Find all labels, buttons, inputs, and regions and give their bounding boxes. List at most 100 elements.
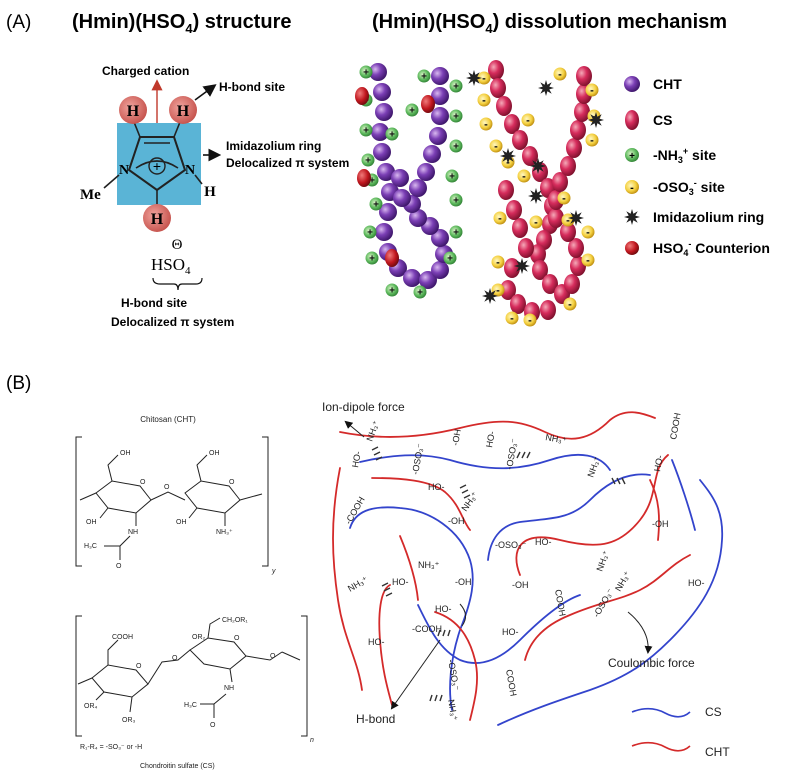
nh3-plus-glyph: +: [389, 286, 395, 297]
nh3-site-dot: [385, 127, 399, 141]
oso3-site-dot: [521, 113, 535, 127]
oso3-site-dot: [477, 93, 491, 107]
svg-text:HO-: HO-: [502, 627, 519, 637]
legend-nh3: -NH3+ site: [653, 146, 716, 165]
nh3-plus-glyph: +: [363, 126, 369, 137]
imidazolium-ring: [127, 136, 187, 192]
label-charged-cation: Charged cation: [102, 64, 189, 78]
imidazolium-structure: Charged cation + N N H H H H Me H-bond s…: [80, 64, 349, 329]
oso3-site-dot: [493, 211, 507, 225]
svg-text:-OSO₃⁻: -OSO₃⁻: [495, 540, 527, 550]
cht-strand: [339, 411, 656, 440]
svg-text:O: O: [229, 479, 235, 486]
oso3-minus-glyph: -: [494, 141, 498, 153]
cs-bead: [512, 130, 528, 150]
label-anion-delocalized: Delocalized π system: [111, 315, 234, 329]
label-ion-dipole: Ion-dipole force: [322, 400, 405, 414]
interaction-network: [332, 411, 724, 726]
oso3-site-dot: [529, 215, 543, 229]
group-labels: NH₃⁺ HO- -OH HO- -OSO₃⁻ -OSO₃⁻ NH₃⁺ NH₃⁺…: [343, 412, 704, 722]
svg-text:HO-: HO-: [652, 454, 665, 472]
legend-cht-line: [631, 741, 691, 752]
nh3-plus-glyph: +: [453, 82, 459, 93]
cht-bead: [403, 269, 421, 287]
svg-text:O: O: [116, 563, 122, 570]
label-anion-hbond: H-bond site: [121, 296, 187, 310]
label-coulombic: Coulombic force: [608, 656, 695, 670]
legend-cs-bead: [625, 110, 639, 130]
nh3-plus-glyph: +: [453, 196, 459, 207]
nh3-plus-glyph: +: [363, 68, 369, 79]
legend-cht-label: CHT: [705, 745, 730, 759]
cs-bead: [552, 172, 568, 192]
svg-text:-OSO₃⁻: -OSO₃⁻: [446, 659, 461, 692]
svg-text:OH: OH: [86, 519, 97, 526]
legend-imidazolium: Imidazolium ring: [653, 209, 764, 225]
anion-hso4: HSO4: [151, 255, 191, 277]
nh3-plus-glyph: +: [417, 288, 423, 299]
svg-text:COOH: COOH: [504, 669, 519, 697]
h-atom-right: [169, 96, 197, 124]
nh3-site-dot: [417, 69, 431, 83]
svg-text:HO-: HO-: [368, 637, 385, 647]
oso3-site-dot: [561, 213, 575, 227]
svg-text:NH₃⁺: NH₃⁺: [364, 419, 381, 443]
cs-strand: [671, 459, 696, 531]
cs-bead: [504, 258, 520, 278]
oso3-minus-glyph: -: [482, 95, 486, 107]
cht-strand: [434, 611, 478, 721]
nh3-site-dot: [449, 109, 463, 123]
cs-bead: [500, 280, 516, 300]
svg-text:CH₂OR₁: CH₂OR₁: [222, 617, 248, 624]
oso3-minus-glyph: -: [484, 119, 488, 131]
svg-text:OR₃: OR₃: [122, 717, 136, 724]
legend-counterion-dot: [625, 241, 639, 255]
label-hbond-site: H-bond site: [219, 80, 285, 94]
cs-bead: [548, 208, 564, 228]
cht-bead: [375, 223, 393, 241]
title-structure: (Hmin)(HSO4) structure: [72, 11, 291, 36]
svg-text:H₃C: H₃C: [184, 702, 197, 709]
nh3-site-dot: [413, 285, 427, 299]
nh3-plus-glyph: +: [369, 254, 375, 265]
atom-n-right: N: [185, 163, 195, 178]
svg-text:NH: NH: [128, 529, 138, 536]
svg-text:HO-: HO-: [428, 482, 445, 492]
cs-bead: [512, 218, 528, 238]
cht-bead: [373, 83, 391, 101]
plus-charge-icon: [148, 157, 166, 175]
oso3-site-dot: [557, 191, 571, 205]
counterion-dot: [385, 249, 399, 267]
svg-text:-OH: -OH: [652, 519, 669, 529]
nh3-plus-glyph: +: [373, 200, 379, 211]
svg-text:O: O: [136, 663, 142, 670]
oso3-minus-glyph: -: [566, 215, 570, 227]
svg-text:H: H: [151, 211, 164, 228]
nh3-site-dot: [361, 153, 375, 167]
nh3-site-dot: [365, 251, 379, 265]
legend-network: CS CHT: [631, 705, 730, 759]
cs-bead: [566, 138, 582, 158]
nh3-plus-glyph: +: [369, 176, 375, 187]
oso3-site-dot: [477, 71, 491, 85]
oso3-minus-glyph: -: [482, 73, 486, 85]
oso3-site-dot: [479, 117, 493, 131]
oso3-minus-glyph: -: [522, 171, 526, 183]
cs-bead: [570, 120, 586, 140]
svg-text:O: O: [140, 479, 146, 486]
imidazolium-star-icon: [530, 158, 546, 174]
chitosan-structure: Chitosan (CHT) y OH O OH NH H₃C O O OH O…: [75, 415, 276, 575]
r-group-note: R₁-R₄ = -SO₃⁻ or -H: [80, 744, 142, 751]
counterion-dot: [421, 95, 435, 113]
cs-bead: [518, 238, 534, 258]
svg-text:HO-: HO-: [484, 430, 497, 448]
oso3-minus-glyph: -: [534, 217, 538, 229]
h-atom-left: [119, 96, 147, 124]
nh3-plus-glyph: +: [447, 254, 453, 265]
cht-bead: [375, 103, 393, 121]
svg-text:-OSO₃⁻: -OSO₃⁻: [410, 442, 425, 475]
cs-strand: [417, 594, 581, 664]
atom-n-left: N: [119, 163, 129, 178]
imidazolium-star-icon: [500, 148, 516, 164]
oso3-minus-glyph: -: [528, 315, 532, 327]
